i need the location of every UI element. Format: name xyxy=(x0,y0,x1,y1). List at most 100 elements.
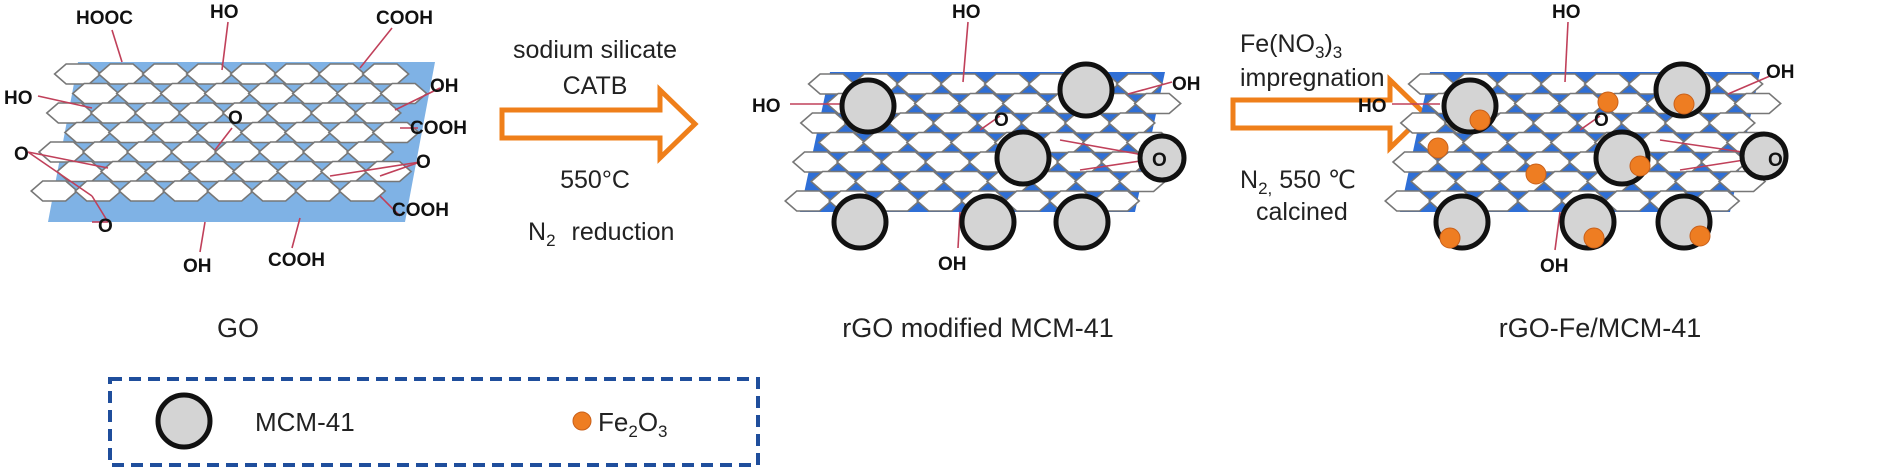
step2-arrow-shape xyxy=(1230,74,1429,154)
graphene-hexagon xyxy=(1081,131,1131,154)
graphene-hexagon xyxy=(1505,131,1555,154)
rgo-mcm-epoxy-right-label: O xyxy=(1152,150,1167,171)
go-cooh-lower-right-label: COOH xyxy=(392,200,449,221)
mcm-sphere xyxy=(831,193,889,251)
graphene-hexagon xyxy=(151,121,201,144)
graphene-hexagon xyxy=(895,73,944,95)
rgo-mcm-ho-left-label: HO xyxy=(752,96,781,117)
graphene-hexagon xyxy=(853,170,903,193)
graphene-hexagon xyxy=(931,112,981,134)
graphene-hexagon xyxy=(817,131,867,154)
graphene-hexagon xyxy=(1107,112,1157,134)
fe2o3-particles xyxy=(1427,91,1711,249)
graphene-hexagon xyxy=(257,141,307,163)
mcm-sphere xyxy=(994,129,1052,187)
fe2o3-particle xyxy=(1629,155,1651,177)
graphene-hexagon xyxy=(249,180,299,202)
mcm-sphere xyxy=(1739,131,1789,181)
graphene-hexagon xyxy=(309,102,359,124)
rgo-fe-ho-left-label: HO xyxy=(1358,96,1387,117)
graphene-hexagon xyxy=(1479,151,1529,173)
graphene-hexagon xyxy=(835,151,885,173)
graphene-hexagon xyxy=(141,63,190,85)
graphene-hexagon xyxy=(89,102,139,124)
graphene-hexagon xyxy=(1549,131,1599,154)
graphene-hexagon xyxy=(335,82,384,105)
graphene-hexagon xyxy=(231,160,281,183)
graphene-hexagon xyxy=(247,82,296,105)
graphene-hexagon xyxy=(187,160,237,183)
graphene-hexagon xyxy=(213,141,263,163)
go-ho-left-label: HO xyxy=(4,88,33,109)
graphene-hexagon xyxy=(809,170,859,193)
step1-arrow-shape xyxy=(499,84,699,164)
graphene-hexagon xyxy=(1453,170,1503,193)
step2-arrow: Fe(NO3)3 impregnation N2, 550 ℃ calcined xyxy=(1230,30,1429,226)
rgo-fe-epoxy-center-label: O xyxy=(1594,110,1609,131)
graphene-hexagon xyxy=(1531,112,1581,134)
go-epoxy-left-label: O xyxy=(14,144,29,165)
graphene-hexagon xyxy=(239,121,289,144)
step2-line1: Fe(NO3)3 xyxy=(1240,30,1342,62)
graphene-hexagon xyxy=(265,102,315,124)
graphene-hexagon xyxy=(53,63,102,85)
graphene-hexagon xyxy=(115,82,164,105)
rgo-fe-ho-top-label: HO xyxy=(1552,2,1581,23)
graphene-hexagon xyxy=(887,112,937,134)
go-ho-top-label: HO xyxy=(210,2,239,23)
graphene-hexagon xyxy=(363,160,413,183)
graphene-hexagon xyxy=(283,121,333,144)
go-cooh-top-label: COOH xyxy=(376,8,433,29)
legend-box xyxy=(108,377,760,467)
rgo-mcm-oh-bottom-label: OH xyxy=(938,254,967,275)
graphene-hexagon xyxy=(1001,92,1050,115)
step1-line3: 550°C xyxy=(560,166,630,194)
rgo-fe-oh-right-label: OH xyxy=(1766,62,1795,83)
graphene-hexagon xyxy=(923,151,973,173)
graphene-hexagon xyxy=(361,63,410,85)
fe2o3-particle xyxy=(1427,137,1449,159)
go-cooh-right-label: COOH xyxy=(410,118,467,139)
graphene-hexagon xyxy=(185,63,234,85)
rgo-mcm-spheres xyxy=(831,61,1187,251)
graphene-hexagon xyxy=(791,151,841,173)
legend-fe2o3-label: Fe2O3 xyxy=(598,407,668,441)
go-cooh-bottom-label: COOH xyxy=(268,250,325,271)
graphene-hexagon xyxy=(1409,170,1459,193)
rgo-mcm-ho-top-label: HO xyxy=(952,2,981,23)
graphene-hexagon xyxy=(229,63,278,85)
go-hooc-label: HOOC xyxy=(76,8,133,29)
mcm-sphere xyxy=(1057,61,1115,119)
graphene-hexagon xyxy=(879,151,929,173)
fe2o3-particle xyxy=(1439,227,1461,249)
rgo-fe-epoxy-right-label: O xyxy=(1768,150,1783,171)
graphene-hexagon xyxy=(337,180,387,202)
legend-fe2o3-particle-icon xyxy=(572,411,592,431)
graphene-hexagon xyxy=(913,92,962,115)
fe2o3-particle xyxy=(1673,93,1695,115)
graphene-hexagon xyxy=(1383,190,1433,212)
go-bond-lines xyxy=(27,21,441,253)
graphene-hexagon xyxy=(71,82,120,105)
step1-line1: sodium silicate xyxy=(513,36,677,64)
graphene-hexagon xyxy=(55,160,105,183)
graphene-hexagon xyxy=(379,82,428,105)
graphene-hexagon xyxy=(161,180,211,202)
graphene-hexagon xyxy=(177,102,227,124)
legend: MCM-41 Fe2O3 xyxy=(108,377,760,467)
graphene-hexagon xyxy=(203,82,252,105)
graphene-hexagon xyxy=(107,121,157,144)
fe2o3-particle xyxy=(1525,163,1547,185)
graphene-hexagon xyxy=(1073,170,1123,193)
graphene-hexagon xyxy=(293,180,343,202)
fe2o3-particle xyxy=(1583,227,1605,249)
go-caption: GO xyxy=(217,313,259,343)
graphene-hexagon xyxy=(1733,92,1782,115)
rgo-mcm-oh-right-label: OH xyxy=(1172,74,1201,95)
go-epoxy-right-label: O xyxy=(416,152,431,173)
graphene-hexagon xyxy=(99,160,149,183)
